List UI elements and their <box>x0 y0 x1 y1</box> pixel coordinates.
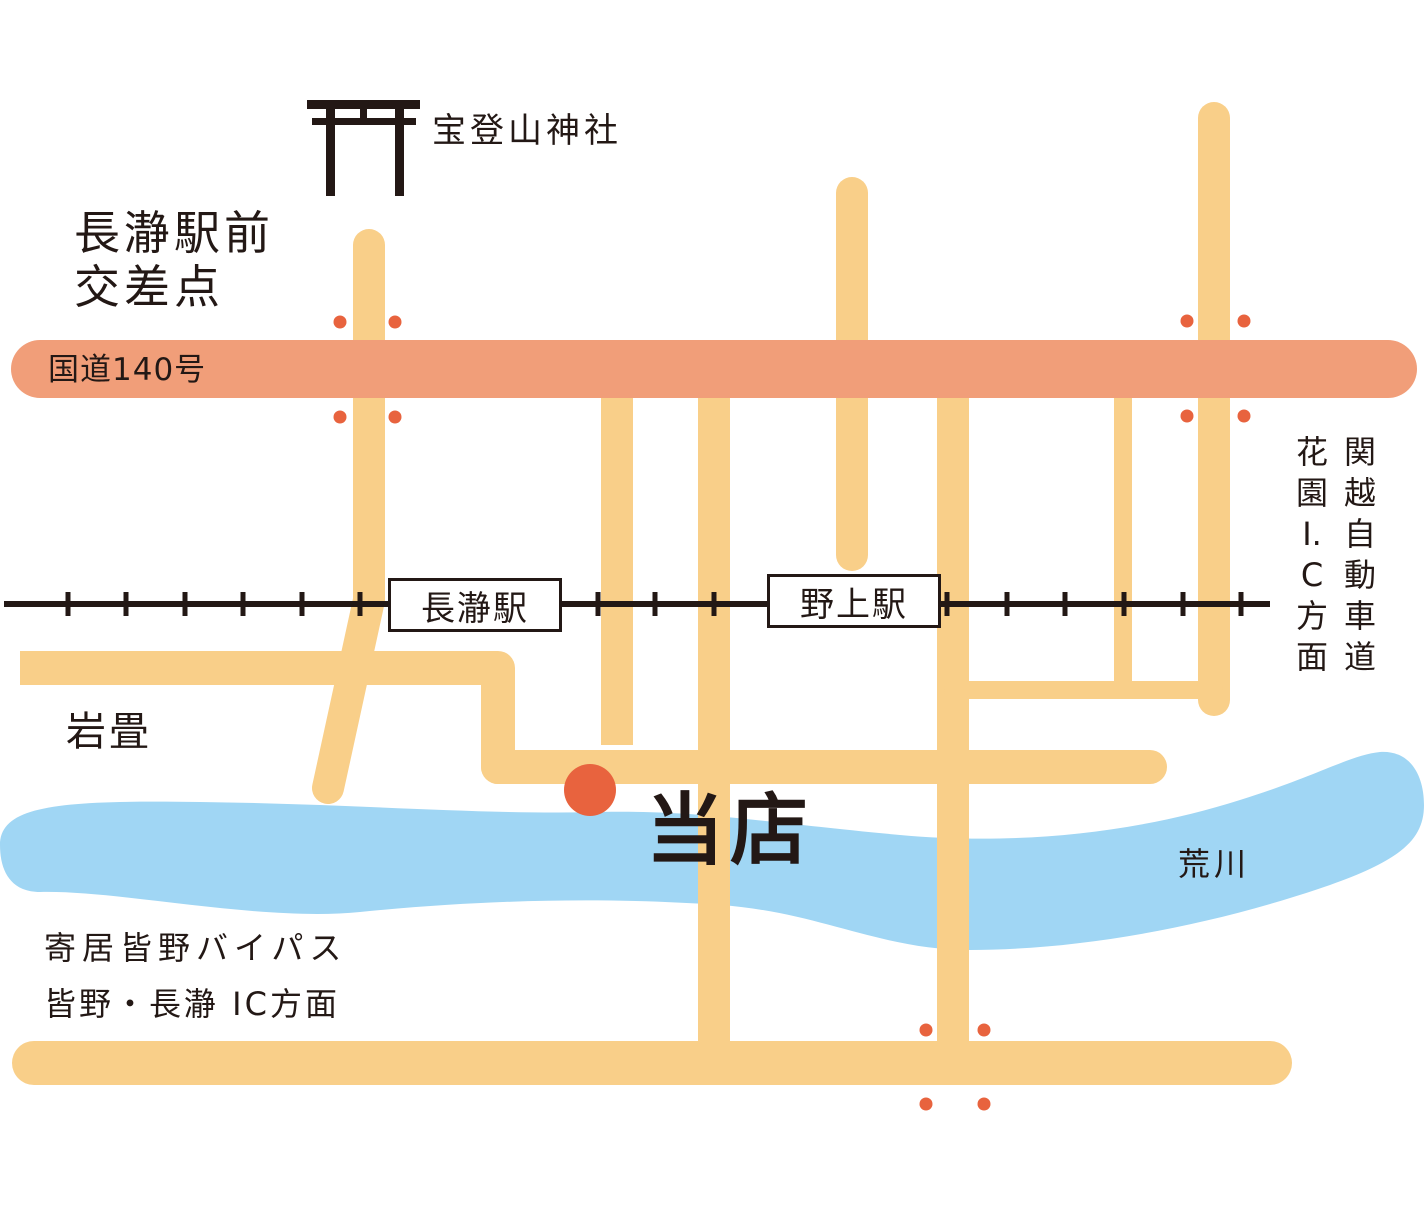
bypass-label: 寄居皆野バイパス <box>44 929 348 967</box>
minano-direction-label: 皆野・長瀞 IC方面 <box>44 985 340 1023</box>
hanazono-direction-label: 花園I.C方面 <box>1295 433 1328 676</box>
national-road-label: 国道140号 <box>48 352 207 388</box>
iwadatami-label: 岩畳 <box>66 709 152 755</box>
shrine-label: 宝登山神社 <box>432 111 622 151</box>
station-nagatoro: 長瀞駅 <box>388 578 562 632</box>
torii-icon <box>307 100 420 196</box>
railway <box>4 592 1270 616</box>
store-marker-icon <box>564 764 616 816</box>
signal-dot <box>919 1023 933 1037</box>
station-nogami: 野上駅 <box>767 574 941 628</box>
river-label: 荒川 <box>1178 845 1251 883</box>
signal-dot <box>333 315 347 329</box>
signal-dot <box>388 315 402 329</box>
intersection-label-line1: 長瀞駅前 <box>74 206 274 260</box>
station-nogami-label: 野上駅 <box>800 584 908 625</box>
intersection-label-line2: 交差点 <box>74 260 224 314</box>
road-nagatoro-ekimae <box>312 229 385 804</box>
signal-dot <box>1237 314 1251 328</box>
store-label: 当店 <box>646 786 815 876</box>
traffic-signals <box>333 314 1251 1111</box>
signal-dot <box>977 1023 991 1037</box>
signal-dot <box>977 1097 991 1111</box>
signal-dot <box>1180 314 1194 328</box>
signal-dot <box>919 1097 933 1111</box>
station-nagatoro-label: 長瀞駅 <box>421 588 529 629</box>
signal-dot <box>388 410 402 424</box>
signal-dot <box>1237 409 1251 423</box>
signal-dot <box>333 410 347 424</box>
expressway-label: 関越自動車道 <box>1343 433 1376 676</box>
signal-dot <box>1180 409 1194 423</box>
